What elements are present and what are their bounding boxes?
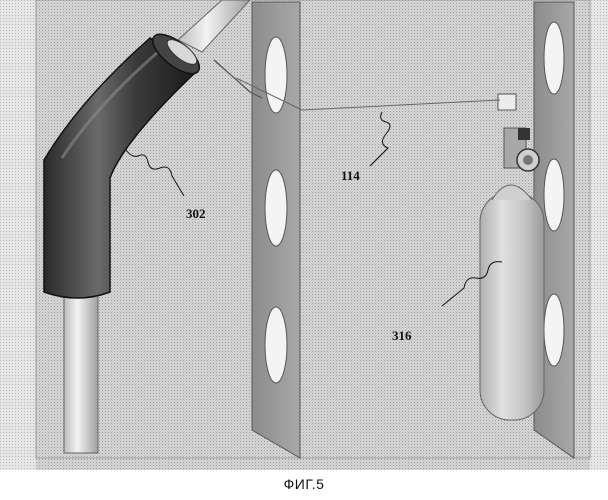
perforated-panel-middle [252,2,300,458]
figure-caption: ФИГ.5 [0,476,608,492]
label-316: 316 [392,328,412,343]
vertical-rod [64,295,98,453]
label-302: 302 [186,206,206,221]
label-114: 114 [341,168,360,183]
